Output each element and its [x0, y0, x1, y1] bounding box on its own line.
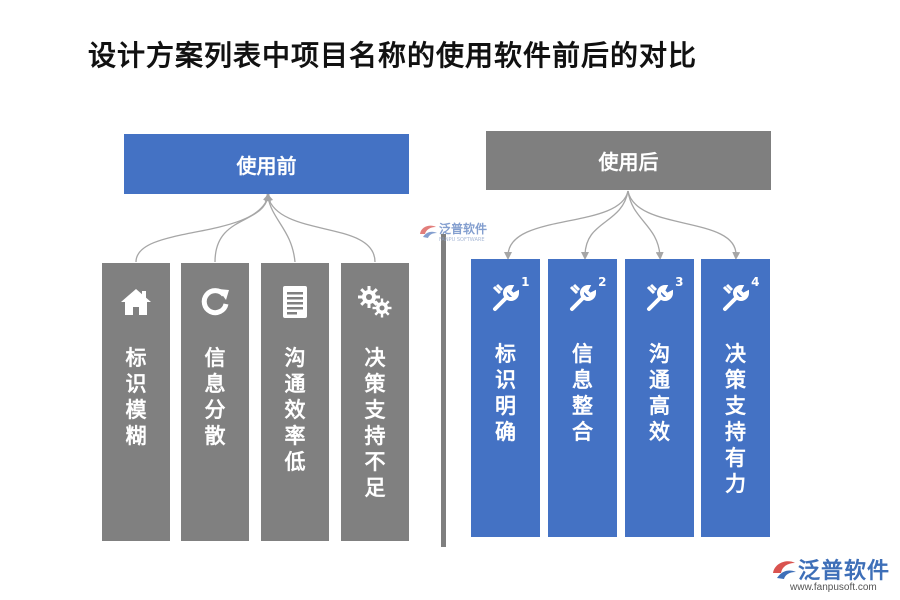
header-before-label: 使用前 [236, 153, 297, 178]
item-number: 3 [675, 275, 684, 289]
after-item-label: 沟通高效 [649, 342, 670, 444]
brand-logo-text: 泛普软件 [798, 559, 891, 584]
watermark-subtext: FANPU SOFTWARE [439, 237, 485, 243]
before-item-4: 决策支持不足 [341, 263, 409, 541]
after-item-3: 3 沟通高效 [625, 259, 694, 537]
watermark-logo-icon [420, 225, 437, 238]
after-item-1: 1 标识明确 [471, 259, 540, 537]
connector-before-3 [264, 193, 296, 263]
header-after: 使用后 [486, 131, 771, 190]
after-item-4: 4 决策支持有力 [701, 259, 770, 537]
wrench-icon: 1 [491, 275, 530, 317]
after-item-label: 决策支持有力 [725, 342, 746, 496]
page-title: 设计方案列表中项目名称的使用软件前后的对比 [88, 39, 698, 72]
brand-logo: 泛普软件 www.fanpusoft.com [770, 553, 891, 593]
before-item-label: 信息分散 [204, 346, 226, 448]
gears-icon [357, 283, 393, 321]
brand-logo-url: www.fanpusoft.com [790, 582, 877, 593]
connector-before-4 [265, 193, 376, 263]
connector-before-2 [214, 193, 272, 263]
after-item-label: 信息整合 [572, 342, 593, 444]
connector-after-1 [504, 190, 629, 260]
watermark: 泛普软件 FANPU SOFTWARE [417, 218, 487, 243]
before-item-1: 标识模糊 [102, 263, 170, 541]
document-icon [282, 283, 308, 321]
before-item-2: 信息分散 [181, 263, 249, 541]
connector-after-4 [627, 190, 741, 260]
refresh-icon [198, 283, 232, 321]
brand-logo-icon [773, 561, 796, 579]
wrench-icon: 4 [721, 275, 760, 317]
connector-after-3 [627, 190, 664, 260]
after-item-2: 2 信息整合 [548, 259, 617, 537]
before-item-label: 决策支持不足 [364, 346, 386, 500]
connector-after-2 [581, 190, 629, 260]
home-icon [119, 283, 153, 321]
before-item-label: 标识模糊 [125, 346, 147, 448]
item-number: 1 [521, 275, 530, 289]
wrench-icon: 3 [645, 275, 684, 317]
header-after-label: 使用后 [598, 150, 659, 174]
item-number: 2 [598, 275, 607, 289]
connector-before-1 [135, 193, 271, 263]
before-item-3: 沟通效率低 [261, 263, 329, 541]
item-number: 4 [751, 275, 760, 289]
divider [441, 234, 446, 547]
watermark-text: 泛普软件 [439, 222, 488, 236]
before-item-label: 沟通效率低 [284, 346, 306, 474]
wrench-icon: 2 [568, 275, 607, 317]
after-item-label: 标识明确 [495, 342, 516, 444]
header-before: 使用前 [124, 134, 409, 194]
